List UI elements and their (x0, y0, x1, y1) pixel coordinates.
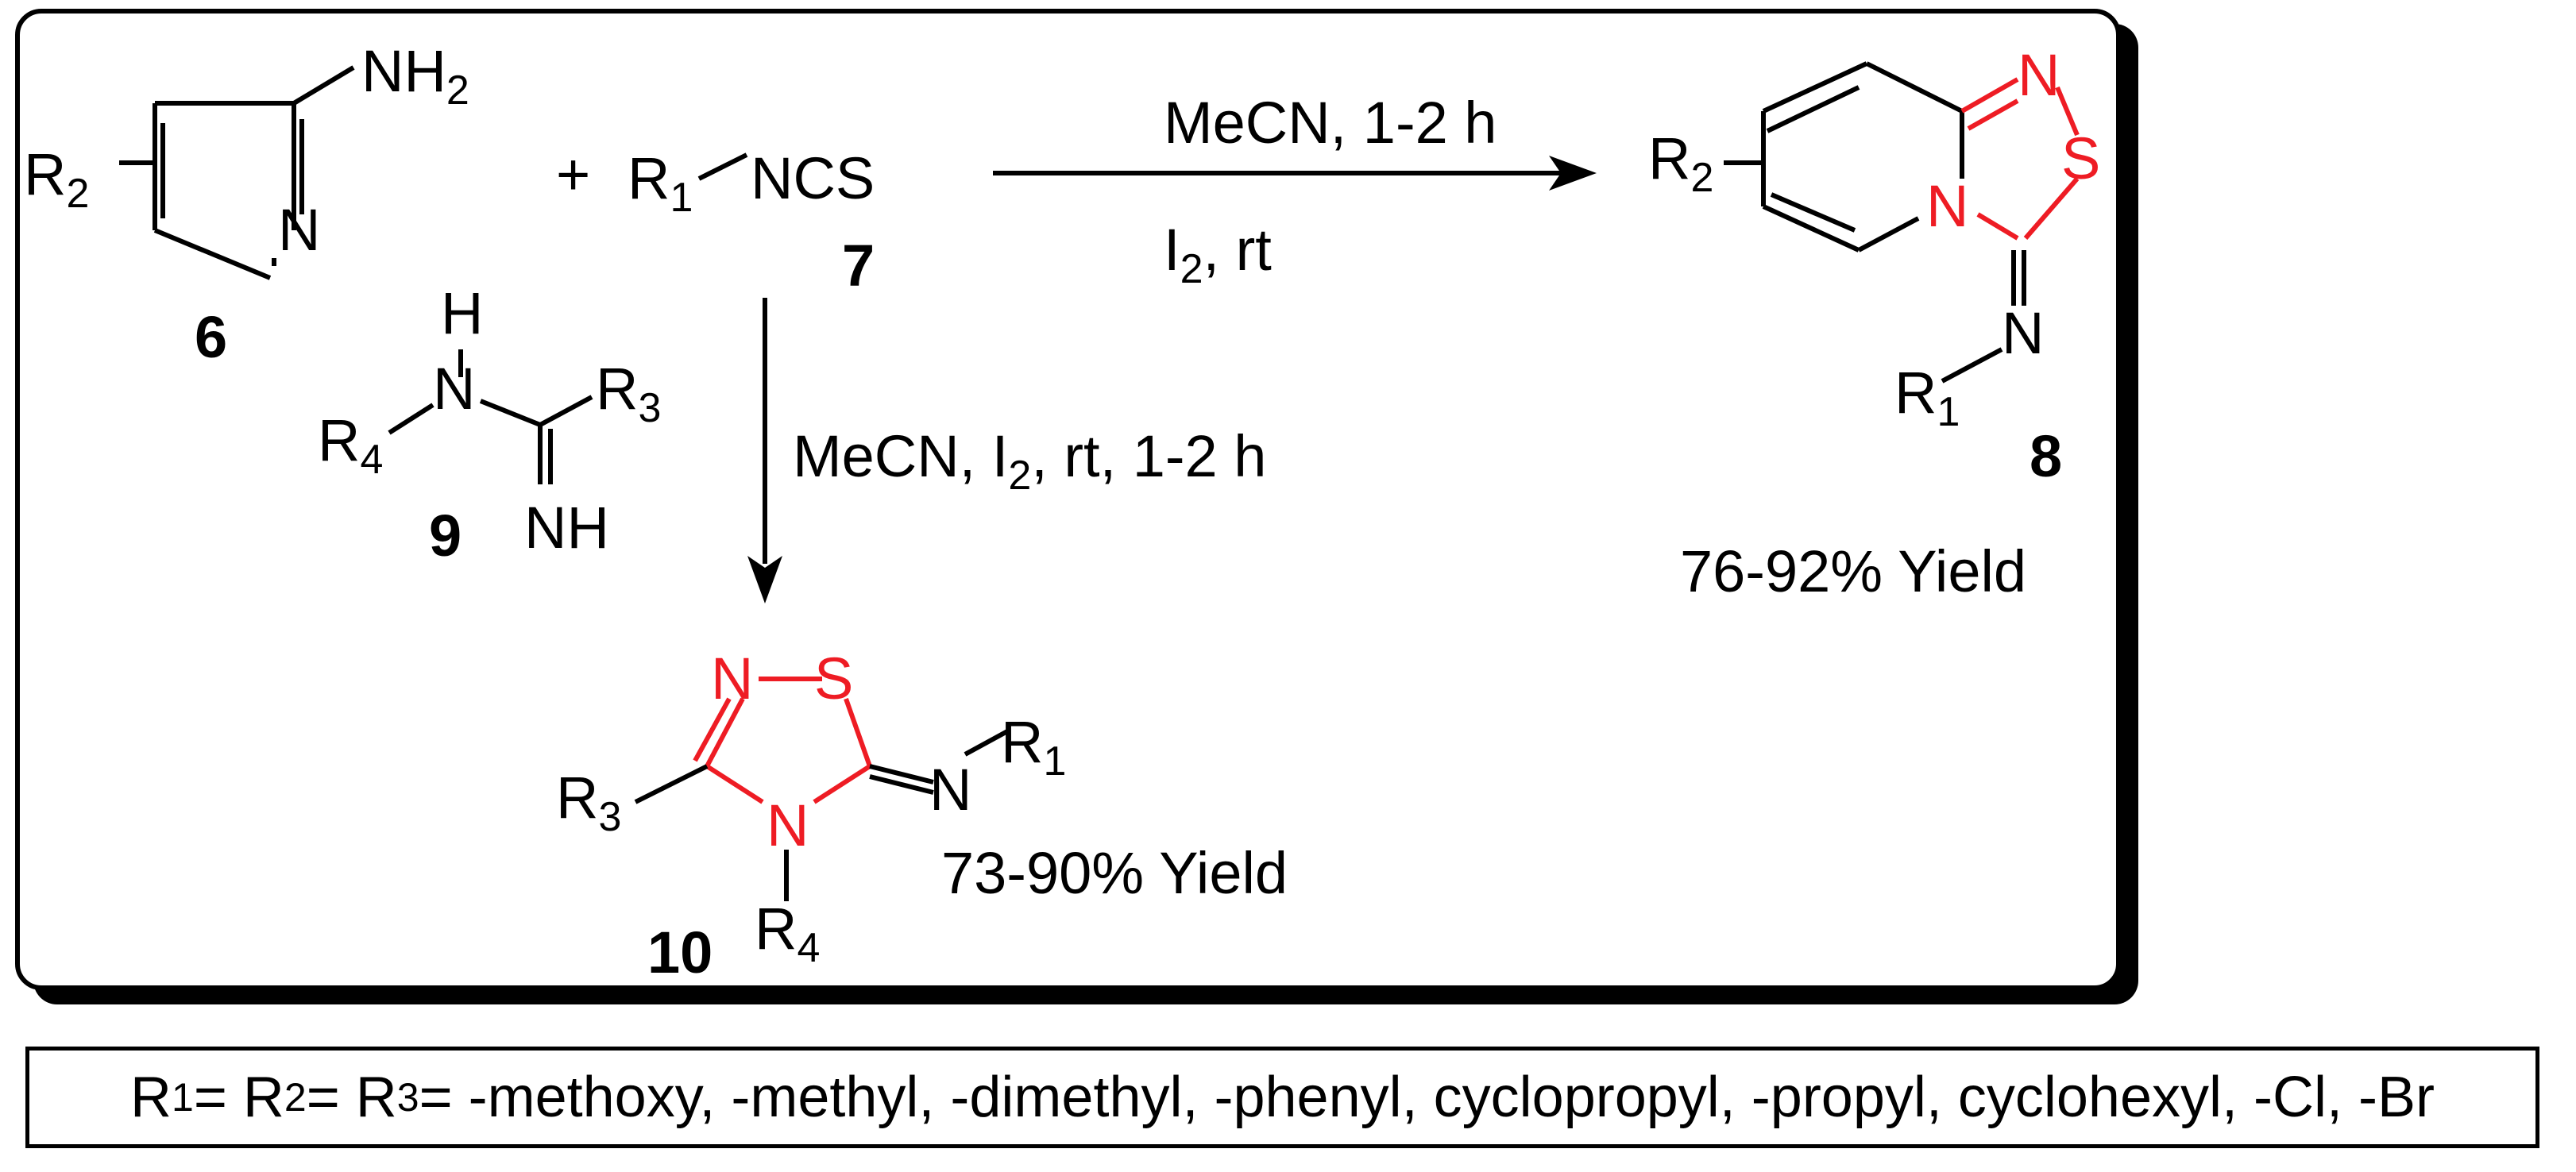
product-10-r3-label: R (556, 765, 598, 831)
r3-label: R (596, 356, 638, 422)
amidine-n-label: N (433, 356, 475, 422)
arrow-down-condition-b: , rt, 1-2 h (1031, 423, 1266, 489)
footnote-r1: R (130, 1066, 172, 1129)
svg-text:R4: R4 (755, 896, 820, 971)
product-10-n4-label: N (767, 792, 809, 858)
arrow-down (747, 298, 782, 603)
product-8-structure (1724, 61, 2026, 384)
svg-text:NH2: NH2 (361, 38, 469, 114)
iodine-subscript: 2 (1180, 246, 1203, 292)
scheme-frame (15, 9, 2121, 990)
svg-text:I2, rt: I2, rt (1164, 217, 1272, 292)
product-10-r4-label: R (755, 896, 797, 962)
arrow-down-condition-a: MeCN, I (793, 423, 1008, 489)
r4-subscript: 4 (360, 437, 383, 483)
nh2-subscript: 2 (446, 67, 469, 114)
iodine-symbol: I (1164, 217, 1180, 283)
product-8-thiadiazole-ring (1960, 77, 2080, 241)
footnote-substituent-list: = -methoxy, -methyl, -dimethyl, -phenyl,… (419, 1066, 2435, 1129)
product-10-structure (634, 728, 1010, 901)
svg-text:R3: R3 (556, 765, 621, 840)
product-8-r2-subscript: 2 (1690, 155, 1713, 201)
svg-text:MeCN, I2, rt, 1-2 h: MeCN, I2, rt, 1-2 h (793, 423, 1266, 499)
arrow-right-condition-rest: , rt (1203, 217, 1272, 283)
product-8-n-ring-label: N (1926, 173, 1968, 239)
compound-8-label: 8 (2030, 423, 2062, 489)
r2-label: R (24, 141, 66, 207)
svg-text:R4: R4 (318, 407, 383, 483)
compound-10-label: 10 (647, 919, 713, 985)
r1-label: R (628, 145, 670, 211)
arrow-down-iodine-subscript: 2 (1008, 453, 1031, 499)
arrow-right (993, 156, 1597, 191)
svg-text:R2: R2 (24, 141, 89, 217)
product-10-n-ring-label: N (711, 646, 753, 711)
r2-subscript: 2 (66, 171, 89, 217)
footnote-eq1: = R (193, 1066, 284, 1129)
product-8-s-label: S (2061, 125, 2100, 191)
svg-text:R3: R3 (596, 356, 661, 431)
arrow-right-condition-top: MeCN, 1-2 h (1164, 90, 1497, 156)
reactant-9-structure (388, 349, 593, 484)
footnote-eq2: = R (306, 1066, 397, 1129)
ncs-label: NCS (751, 145, 875, 211)
product-10-r3-subscript: 3 (598, 794, 621, 840)
svg-text:R1: R1 (1001, 709, 1066, 785)
footnote-r2-sub: 2 (284, 1075, 307, 1120)
compound-7-label: 7 (842, 233, 875, 299)
product-8-r1-subscript: 1 (1937, 389, 1960, 435)
r1-ncs-bond (697, 152, 748, 181)
product-10-s-label: S (814, 646, 853, 711)
nh2-label: NH (361, 38, 446, 104)
svg-text:R1: R1 (1894, 360, 1960, 435)
footnote-r1-sub: 1 (172, 1075, 194, 1120)
r4-label: R (318, 407, 360, 473)
svg-text:R2: R2 (1648, 125, 1713, 201)
compound-9-label: 9 (429, 503, 462, 569)
reactant-6-structure (119, 65, 355, 280)
footnote-r3-sub: 3 (396, 1075, 419, 1120)
product-10-r1-label: R (1001, 709, 1043, 775)
svg-text:R1: R1 (628, 145, 693, 221)
product-8-r2-label: R (1648, 125, 1690, 191)
product-10-yield: 73-90% Yield (941, 840, 1288, 906)
product-10-r4-subscript: 4 (797, 925, 820, 971)
pyridine-n-label: N (278, 197, 320, 263)
product-10-n-exo-label: N (929, 757, 971, 823)
r1-subscript: 1 (670, 175, 693, 221)
compound-6-label: 6 (195, 304, 227, 370)
product-8-yield: 76-92% Yield (1680, 538, 2026, 604)
product-10-r1-subscript: 1 (1043, 738, 1066, 785)
plus-sign: + (556, 141, 590, 207)
r3-subscript: 3 (638, 385, 661, 431)
product-8-n-top-label: N (2018, 42, 2060, 108)
product-10-thiadiazole-ring (693, 677, 872, 804)
imine-nh-label: NH (524, 495, 609, 561)
product-8-r1-label: R (1894, 360, 1937, 426)
product-8-n-exo-label: N (2002, 300, 2044, 366)
amidine-h-label: H (441, 280, 483, 346)
